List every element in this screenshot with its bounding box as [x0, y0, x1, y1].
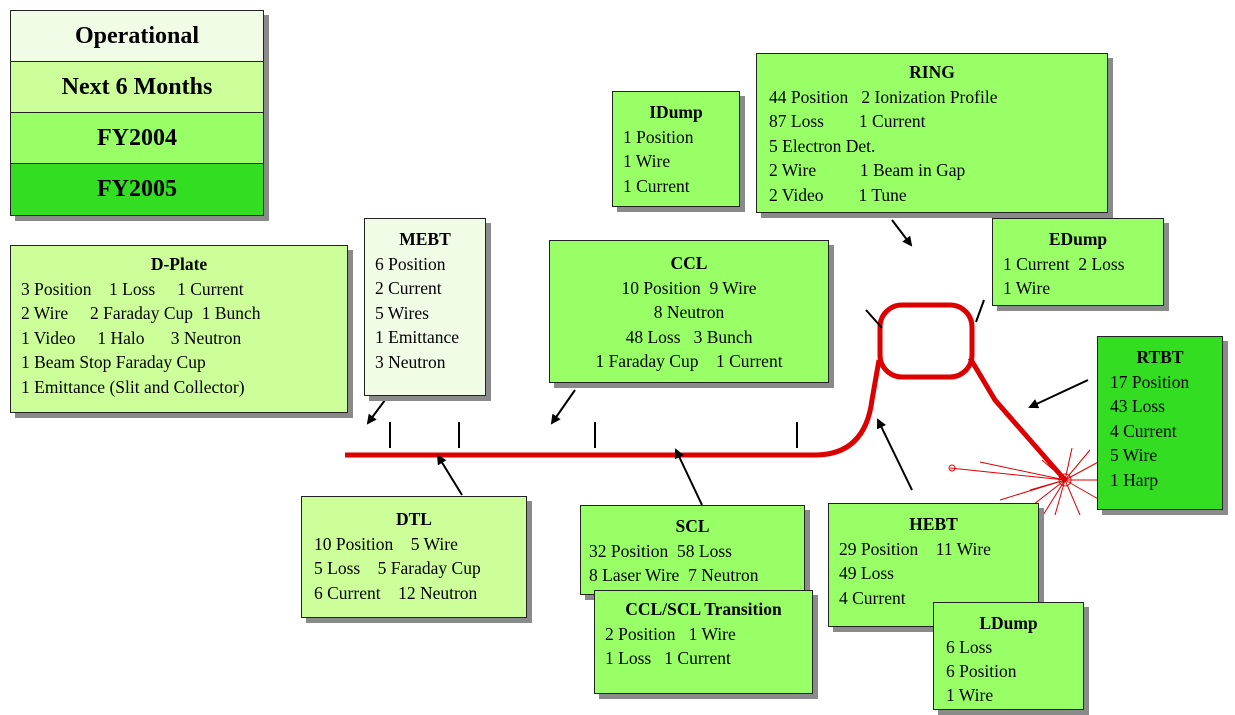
rtbt-box: RTBT 17 Position 43 Loss 4 Current 5 Wir… [1097, 336, 1223, 510]
ring-line: 87 Loss 1 Current [769, 111, 926, 131]
transition-title: CCL/SCL Transition [625, 599, 782, 619]
arrow-rtbt [1028, 379, 1089, 409]
dplate-line: 1 Emittance (Slit and Collector) [21, 376, 245, 397]
dplate-line: 3 Position 1 Loss 1 Current [21, 278, 244, 299]
dtl-line: 6 Current 12 Neutron [314, 582, 478, 603]
linac-ticks [389, 299, 985, 448]
idump-line: 1 Current [623, 175, 690, 196]
arrow-hebt [876, 418, 913, 491]
ring-beamline [877, 302, 975, 380]
dplate-title: D-Plate [150, 254, 208, 274]
scl-line: 32 Position 58 Loss [589, 540, 732, 561]
mebt-title: MEBT [399, 229, 451, 249]
rtbt-title: RTBT [1136, 347, 1184, 367]
transition-line: 1 Loss 1 Current [605, 648, 731, 668]
arrow-ccl [550, 389, 576, 425]
edump-line: 1 Current 2 Loss [1003, 253, 1125, 274]
mebt-line: 1 Emittance [375, 327, 460, 347]
rtbt-line: 1 Harp [1110, 469, 1159, 490]
arrow-scl [674, 448, 703, 506]
transition-line: 2 Position 1 Wire [605, 623, 736, 644]
arrow-dplate [366, 399, 386, 425]
ldump-line: 6 Position [946, 661, 1017, 681]
ldump-line: 1 Wire [946, 685, 994, 705]
mebt-box: MEBT 6 Position 2 Current 5 Wires 1 Emit… [364, 218, 486, 396]
dtl-line: 5 Loss 5 Faraday Cup [314, 558, 481, 578]
scl-line: 8 Laser Wire 7 Neutron [589, 565, 759, 585]
idump-title: IDump [649, 102, 703, 122]
idump-line: 1 Wire [623, 151, 671, 171]
ccl-line: 10 Position 9 Wire [621, 277, 757, 298]
ring-line: 44 Position 2 Ionization Profile [769, 86, 998, 107]
arrow-ring [891, 219, 913, 247]
dplate-box: D-Plate 3 Position 1 Loss 1 Current 2 Wi… [10, 245, 348, 413]
ring-title: RING [909, 62, 955, 82]
dtl-title: DTL [396, 509, 432, 529]
mebt-line: 5 Wires [375, 302, 429, 323]
ccl-scl-transition-box: CCL/SCL Transition 2 Position 1 Wire 1 L… [594, 590, 813, 694]
edump-box: EDump 1 Current 2 Loss 1 Wire [992, 218, 1164, 306]
dtl-box: DTL 10 Position 5 Wire 5 Loss 5 Faraday … [301, 496, 527, 618]
ring-line: 2 Video 1 Tune [769, 184, 907, 205]
idump-line: 1 Position [623, 126, 694, 147]
ring-line: 5 Electron Det. [769, 135, 876, 156]
ldump-line: 6 Loss [946, 637, 993, 657]
hebt-title: HEBT [909, 514, 958, 534]
ccl-line: 8 Neutron [653, 302, 725, 322]
mebt-line: 6 Position [375, 253, 446, 274]
hebt-line: 29 Position 11 Wire [839, 538, 991, 559]
edump-title: EDump [1048, 229, 1108, 249]
ccl-box: CCL 10 Position 9 Wire 8 Neutron 48 Loss… [549, 240, 829, 383]
dplate-line: 1 Video 1 Halo 3 Neutron [21, 327, 242, 348]
ccl-line: 48 Loss 3 Bunch [625, 326, 753, 347]
linac-beamline [345, 359, 882, 458]
rtbt-line: 5 Wire [1110, 445, 1158, 465]
ring-line: 2 Wire 1 Beam in Gap [769, 160, 966, 180]
rtbt-beamline [967, 356, 1067, 482]
hebt-line: 4 Current [839, 587, 906, 608]
legend: Operational Next 6 Months FY2004 FY2005 [10, 10, 264, 216]
rtbt-line: 43 Loss [1110, 396, 1165, 416]
ring-box: RING 44 Position 2 Ionization Profile 87… [756, 53, 1108, 213]
legend-next-6-months: Next 6 Months [11, 62, 263, 113]
ccl-title: CCL [670, 253, 708, 273]
legend-fy2004: FY2004 [11, 113, 263, 164]
mebt-line: 2 Current [375, 278, 442, 298]
hebt-line: 49 Loss [839, 563, 894, 583]
edump-line: 1 Wire [1003, 278, 1051, 298]
arrow-dtl [436, 454, 463, 496]
mebt-line: 3 Neutron [375, 351, 446, 372]
dtl-line: 10 Position 5 Wire [314, 533, 458, 554]
dplate-line: 2 Wire 2 Faraday Cup 1 Bunch [21, 303, 261, 323]
scl-box: SCL 32 Position 58 Loss 8 Laser Wire 7 N… [580, 505, 805, 595]
rtbt-line: 17 Position [1110, 371, 1190, 392]
ccl-line: 1 Faraday Cup 1 Current [595, 351, 783, 371]
scl-title: SCL [675, 516, 710, 536]
legend-operational: Operational [11, 11, 263, 62]
dplate-line: 1 Beam Stop Faraday Cup [21, 352, 206, 372]
idump-box: IDump 1 Position 1 Wire 1 Current [612, 91, 740, 207]
rtbt-line: 4 Current [1110, 420, 1177, 441]
ldump-title: LDump [979, 613, 1038, 633]
ldump-box: LDump 6 Loss 6 Position 1 Wire [933, 602, 1084, 710]
legend-fy2005: FY2005 [11, 164, 263, 215]
